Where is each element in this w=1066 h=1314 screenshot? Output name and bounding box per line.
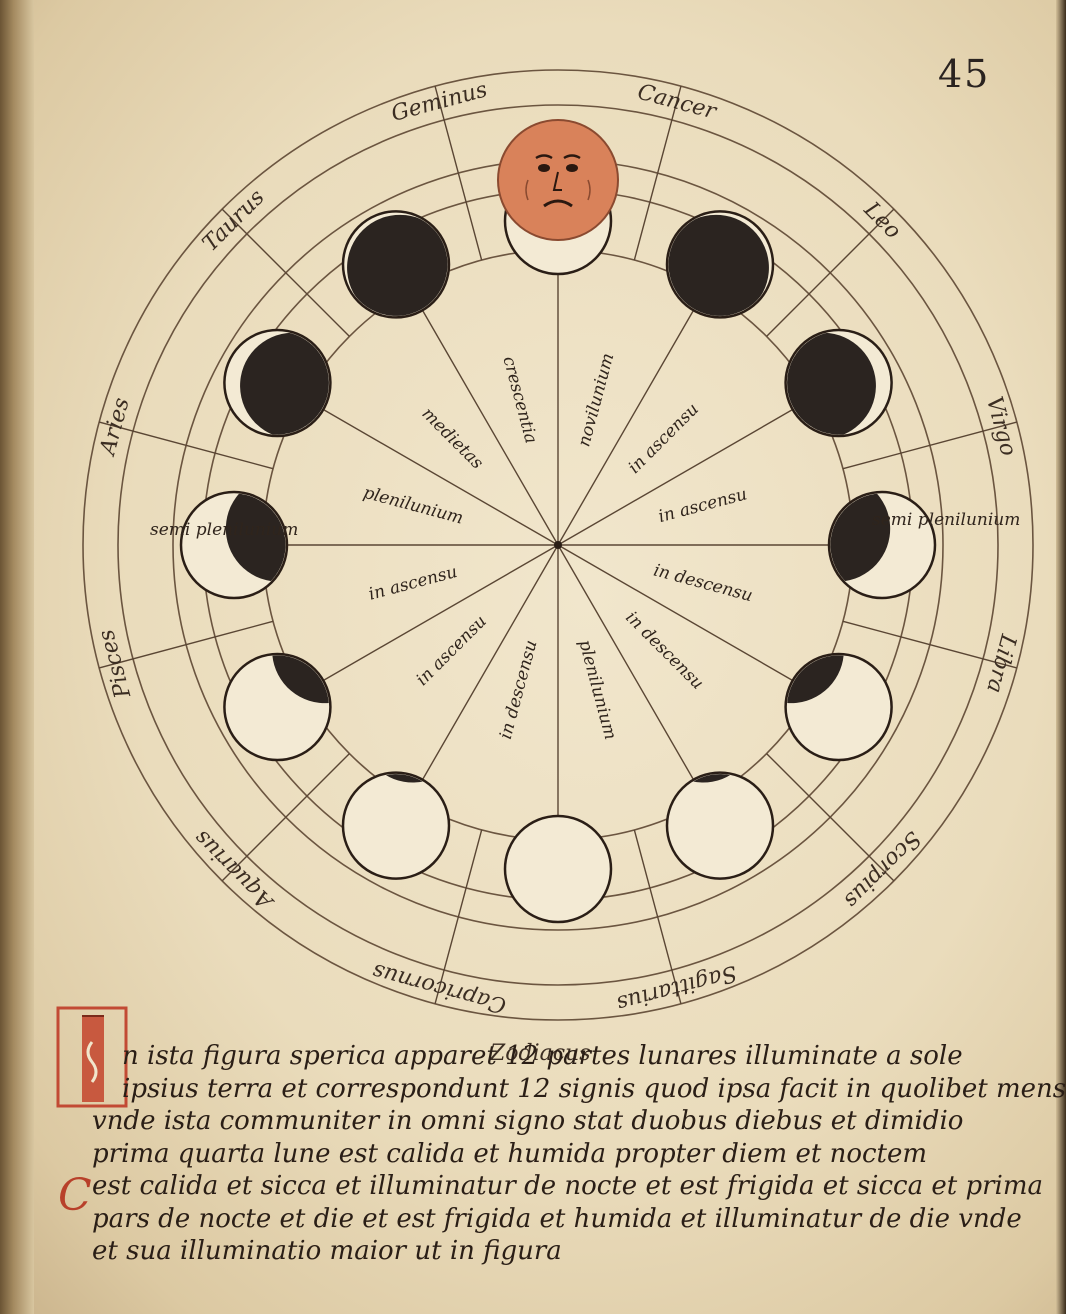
phase-label: in ascensu: [367, 562, 460, 605]
sun-face-icon: [497, 119, 619, 241]
spoke-outer: [633, 86, 682, 261]
phase-label: novilunium: [574, 351, 618, 449]
center-point: [554, 541, 562, 549]
moon-phase-icon: [341, 765, 456, 880]
moon-phase-icon: [179, 478, 301, 600]
moon-phase-icon: [223, 328, 338, 439]
moon-phase-icon: [341, 210, 454, 321]
outer-note-right: semi plenilunium: [872, 510, 1020, 530]
moon-phase-icon: [815, 478, 937, 600]
zodiac-sign-label: Pisces: [94, 627, 136, 702]
zodiac-sign-label: Capricornus: [370, 958, 509, 1018]
spoke-outer: [766, 208, 895, 337]
phase-label: in descensu: [496, 638, 542, 741]
spoke-inner: [557, 544, 707, 801]
text-line: et sua illuminatio maior ut in figura: [92, 1236, 562, 1266]
page-edge: [1056, 0, 1066, 1314]
phase-label: crescentia: [498, 354, 540, 446]
moon-phases: [179, 166, 937, 924]
moon-phase-icon: [662, 210, 775, 321]
body-text: n ista figura sperica apparet 12 partes …: [92, 1040, 1066, 1268]
spoke-inner: [302, 396, 559, 546]
text-line: pars de nocte et die et est frigida et h…: [92, 1203, 1022, 1234]
spoke-outer: [99, 620, 274, 669]
moon-phase-icon: [660, 765, 775, 880]
spoke-outer: [434, 829, 483, 1004]
rubricated-c: C: [58, 1170, 92, 1221]
phase-label: in ascensu: [625, 399, 703, 477]
spoke-inner: [409, 544, 559, 801]
diagram-spokes: [99, 86, 1017, 1004]
spoke-outer: [766, 753, 895, 882]
spoke-inner: [409, 289, 559, 546]
phase-label: medietas: [418, 404, 488, 474]
zodiacus-label: Zodiacus: [489, 1041, 591, 1066]
phase-label: in descensu: [651, 561, 754, 607]
spoke-outer: [842, 421, 1017, 470]
text-line: n ista figura sperica apparet 12 partes …: [122, 1041, 963, 1071]
text-line: ipsius terra et correspondunt 12 signis …: [122, 1073, 1066, 1104]
phase-label: plenilunium: [574, 638, 620, 742]
book-gutter: [0, 0, 34, 1314]
spoke-inner: [557, 544, 814, 694]
text-line: prima quarta lune est calida et humida p…: [92, 1138, 928, 1169]
text-line: est calida et sicca et illuminatur de no…: [92, 1171, 1044, 1201]
phase-label: in ascensu: [412, 612, 490, 690]
rubricated-initial: [52, 1002, 132, 1112]
phase-label: plenilunium: [361, 483, 465, 529]
phase-label: in ascensu: [656, 484, 749, 527]
zodiac-sign-label: Cancer: [635, 80, 720, 125]
moon-phase-icon: [778, 328, 893, 439]
spoke-outer: [434, 86, 483, 261]
outer-note-left: semi plenilunium: [150, 520, 298, 540]
folio-number: 45: [938, 52, 991, 96]
spoke-inner: [557, 396, 814, 546]
spoke-outer: [221, 753, 350, 882]
spoke-inner: [557, 289, 707, 546]
spoke-inner: [302, 544, 559, 694]
spoke-outer: [633, 829, 682, 1004]
text-line: vnde ista communiter in omni signo stat …: [92, 1106, 964, 1136]
moon-phase-icon: [503, 814, 613, 924]
phase-label: in descensu: [621, 608, 707, 694]
spoke-outer: [99, 421, 274, 470]
zodiac-sign-label: Aquarius: [189, 825, 279, 915]
spoke-outer: [221, 208, 350, 337]
spoke-outer: [842, 620, 1017, 669]
